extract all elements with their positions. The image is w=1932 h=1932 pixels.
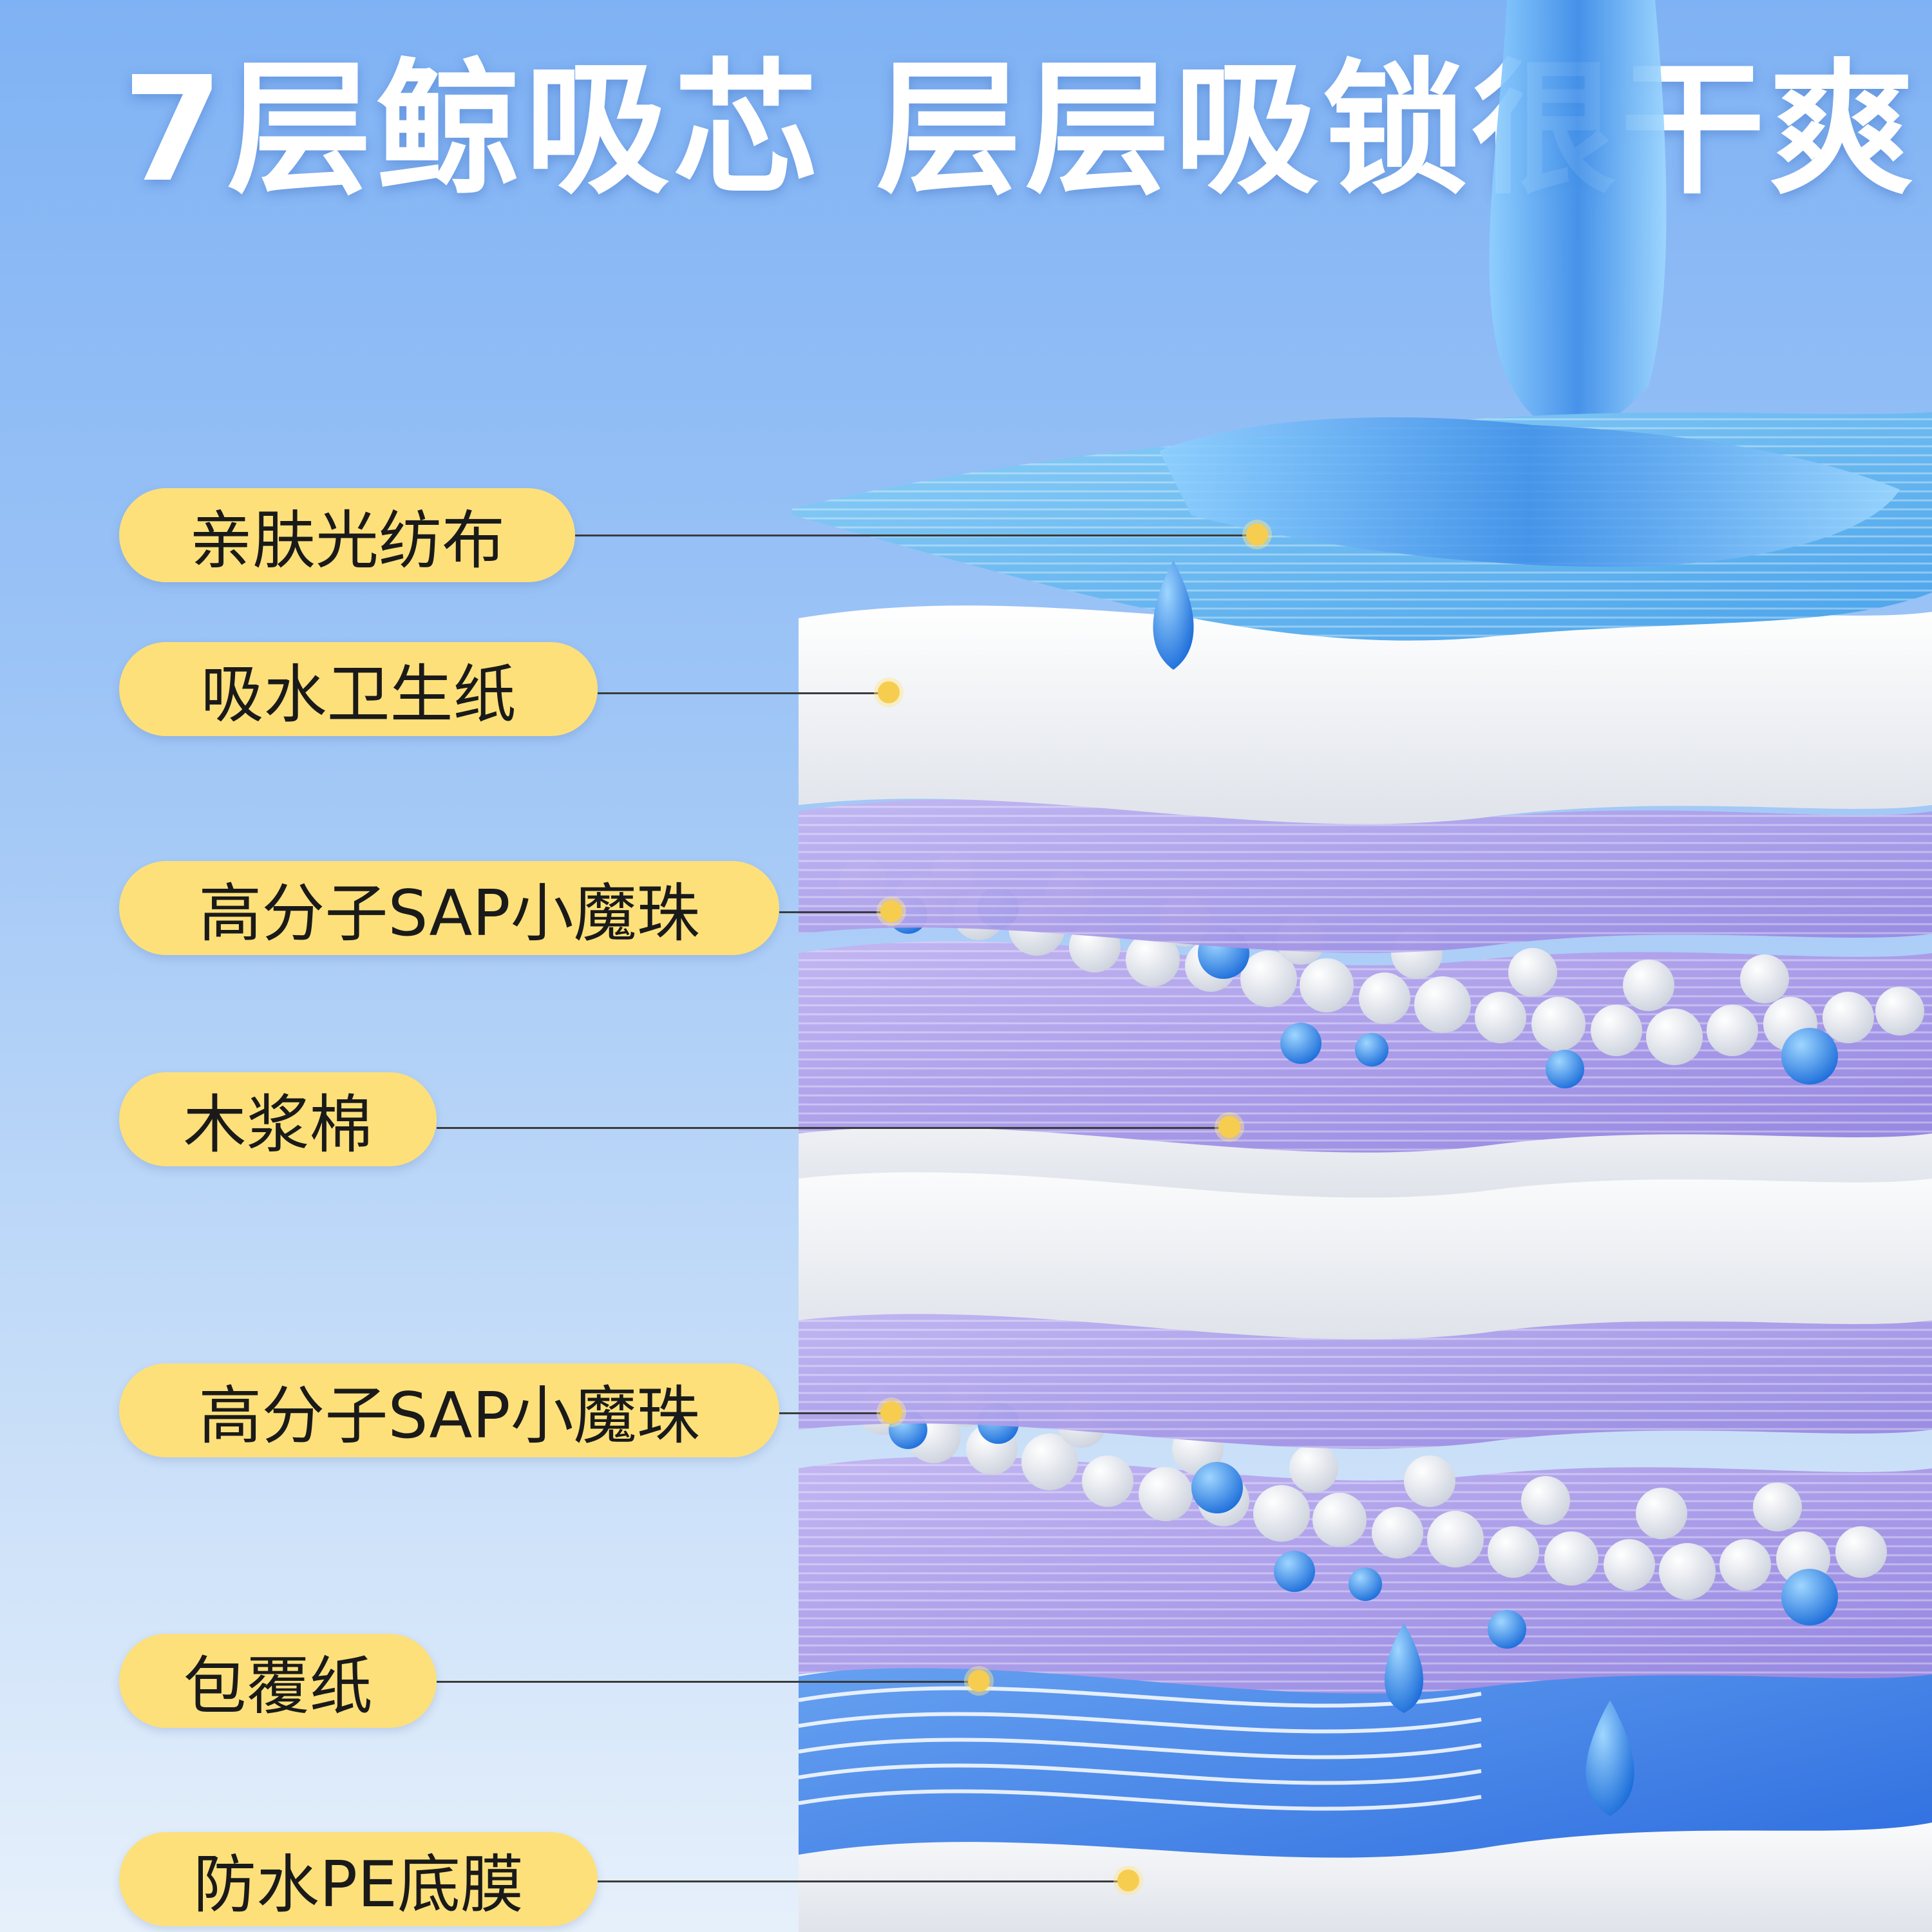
marker-dot	[1246, 524, 1268, 545]
sap-beads-lower	[858, 1381, 1887, 1600]
layer-label-pulp: 木浆棉	[119, 1072, 437, 1166]
water-pool	[1159, 417, 1900, 567]
layer-label-fabric: 亲肤光纺布	[119, 488, 575, 582]
leader-line	[437, 1127, 1226, 1129]
marker-dot	[1117, 1870, 1139, 1891]
marker-dot	[880, 900, 902, 922]
marker-dot	[878, 681, 900, 703]
layer-label-sap-2: 高分子SAP小魔珠	[119, 1363, 779, 1457]
layer-tissue	[799, 605, 1932, 824]
leader-line	[779, 1412, 889, 1414]
leader-line	[437, 1681, 974, 1683]
water-drop-icon	[1385, 1623, 1423, 1713]
marker-dot	[1218, 1116, 1240, 1138]
layer-wood-pulp-lower	[799, 1147, 1932, 1340]
leader-line	[779, 911, 889, 913]
water-drop-icon	[1586, 1700, 1634, 1816]
water-stream	[1489, 0, 1667, 432]
leader-line	[575, 535, 1258, 536]
layer-label-tissue: 吸水卫生纸	[119, 642, 598, 736]
marker-dot	[968, 1670, 990, 1692]
marker-dot	[880, 1401, 902, 1423]
layer-label-pe-film: 防水PE底膜	[119, 1832, 598, 1926]
layer-label-sap-1: 高分子SAP小魔珠	[119, 861, 779, 955]
water-drop-icon	[1153, 560, 1194, 670]
leader-line	[598, 1880, 1126, 1882]
layer-label-wrap-paper: 包覆纸	[119, 1634, 437, 1728]
leader-line	[598, 692, 884, 694]
